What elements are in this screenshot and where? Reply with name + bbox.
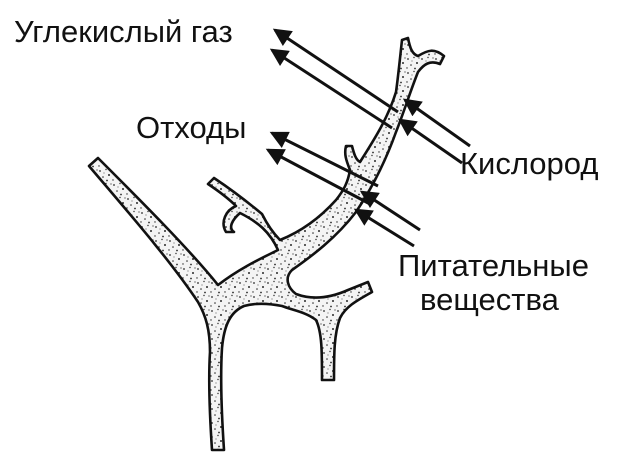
- label-waste: Отходы: [136, 110, 246, 145]
- arrows-carbon-dioxide: [269, 28, 399, 130]
- arrow-up-left-icon: [265, 148, 371, 206]
- branched-cell: [87, 36, 446, 452]
- cell-outline: [87, 36, 446, 452]
- arrow-down-right-icon: [397, 118, 463, 165]
- label-nutrients-line1: Питательные: [398, 248, 589, 283]
- arrow-up-left-icon: [269, 131, 379, 188]
- arrow-up-left-icon: [269, 48, 393, 130]
- arrow-up-left-icon: [272, 28, 399, 114]
- arrows-oxygen: [397, 98, 471, 165]
- label-nutrients-line2: вещества: [420, 282, 560, 317]
- arrows-nutrients: [353, 190, 421, 248]
- arrow-down-right-icon: [402, 98, 471, 148]
- arrows-waste: [265, 131, 379, 206]
- arrow-down-right-icon: [353, 208, 415, 248]
- arrow-down-right-icon: [359, 190, 421, 232]
- label-oxygen: Кислород: [460, 146, 598, 181]
- label-carbon-dioxide: Углекислый газ: [14, 14, 233, 49]
